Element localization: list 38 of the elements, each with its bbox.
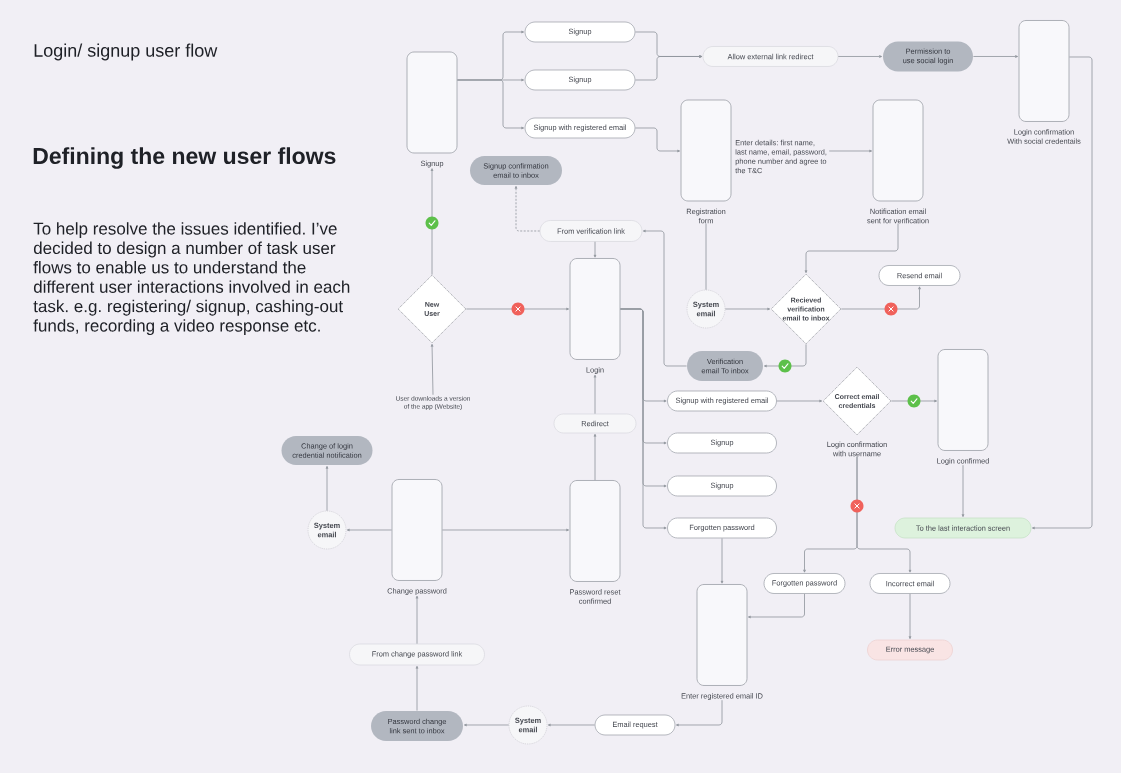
arrow: [635, 55, 703, 81]
arrow: [1031, 56, 1093, 530]
arrow: [675, 699, 723, 727]
section-heading: Defining the new user flows: [33, 147, 336, 169]
arrow: [593, 374, 597, 415]
arrow: [776, 399, 823, 403]
arrow: [635, 127, 681, 153]
arrow: [724, 307, 771, 311]
arrow: [463, 723, 510, 727]
arrow: [325, 465, 329, 512]
arrow: [430, 168, 434, 276]
arrow: [415, 665, 419, 711]
arrow: [620, 308, 667, 530]
arrow: [908, 593, 912, 640]
arrow: [973, 55, 1019, 58]
arrow: [856, 456, 912, 573]
page-title: Login/ signup user flow: [34, 43, 218, 61]
arrow: [465, 307, 570, 311]
arrow: [828, 149, 873, 153]
arrow: [837, 55, 883, 58]
arrow: [720, 538, 724, 584]
body-paragraph: To help resolve the issues identified. I’ve decided to design a number of task user flows to enable us to understand the different user interactions involved in each task. e.g. registering/ signup, cashing-out funds, recording a video response etc.: [33, 222, 350, 336]
arrow: [840, 286, 921, 310]
arrow: [547, 723, 595, 727]
arrow: [346, 528, 392, 532]
arrow: [747, 593, 805, 619]
arrow: [961, 464, 965, 518]
arrow: [593, 433, 597, 481]
connector: [705, 223, 707, 291]
arrow: [763, 343, 807, 368]
arrow: [514, 185, 541, 232]
arrow: [457, 79, 525, 130]
arrow: [415, 595, 419, 645]
arrow: [442, 528, 570, 532]
arrow: [430, 343, 434, 396]
arrow: [593, 241, 597, 258]
arrow: [642, 229, 687, 367]
arrow: [804, 223, 899, 274]
